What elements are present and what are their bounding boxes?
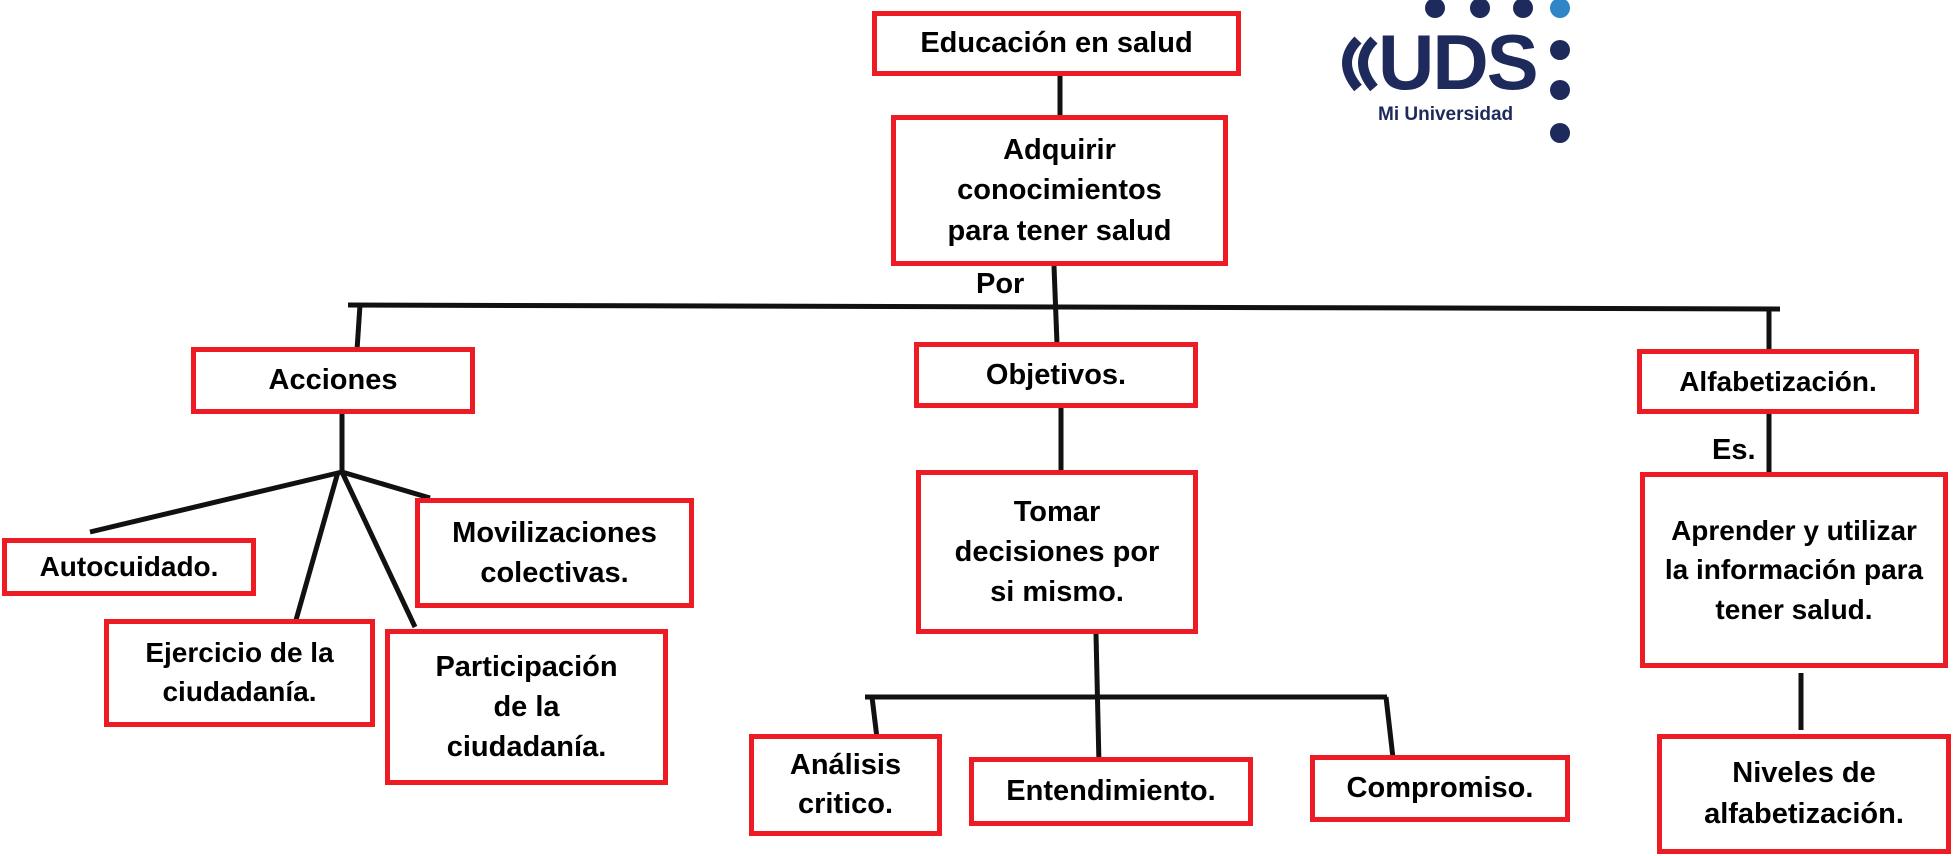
logo-tagline: Mi Universidad (1378, 104, 1514, 125)
logo-wordmark: UDS (1378, 18, 1539, 106)
node-entendimiento: Entendimiento. (969, 757, 1253, 826)
connector-line (354, 304, 363, 351)
node-autocuidado: Autocuidado. (2, 538, 256, 596)
connector-line (339, 470, 418, 629)
uds-logo-mark (1342, 0, 1570, 143)
connector-line (293, 471, 341, 621)
node-analisis-critico: Análisis critico. (749, 734, 942, 836)
node-movilizaciones-colectivas: Movilizaciones colectivas. (415, 498, 694, 608)
connector-line (89, 469, 343, 535)
node-adquirir-conocimientos: Adquirir conocimientos para tener salud (891, 115, 1228, 266)
connector-line (347, 302, 1781, 312)
uds-logo: UDS Mi Universidad (1330, 0, 1580, 150)
node-participacion-ciudadania: Participación de la ciudadanía. (385, 629, 668, 785)
node-educacion-en-salud: Educación en salud (872, 11, 1241, 76)
node-compromiso: Compromiso. (1310, 755, 1570, 822)
connector-line (341, 469, 431, 501)
connector-line (1383, 696, 1396, 759)
node-niveles-alfabetizacion: Niveles de alfabetización. (1657, 734, 1951, 854)
connector-line (869, 696, 880, 739)
edge-label-es: Es. (1712, 434, 1756, 466)
node-objetivos: Objetivos. (914, 342, 1198, 408)
node-alfabetizacion: Alfabetización. (1637, 349, 1919, 414)
node-aprender-utilizar: Aprender y utilizar la información para … (1640, 472, 1948, 668)
node-ejercicio-ciudadania: Ejercicio de la ciudadanía. (104, 619, 375, 727)
node-tomar-decisiones: Tomar decisiones por si mismo. (916, 470, 1198, 634)
edge-label-por: Por (976, 268, 1025, 300)
node-acciones: Acciones (191, 347, 475, 414)
